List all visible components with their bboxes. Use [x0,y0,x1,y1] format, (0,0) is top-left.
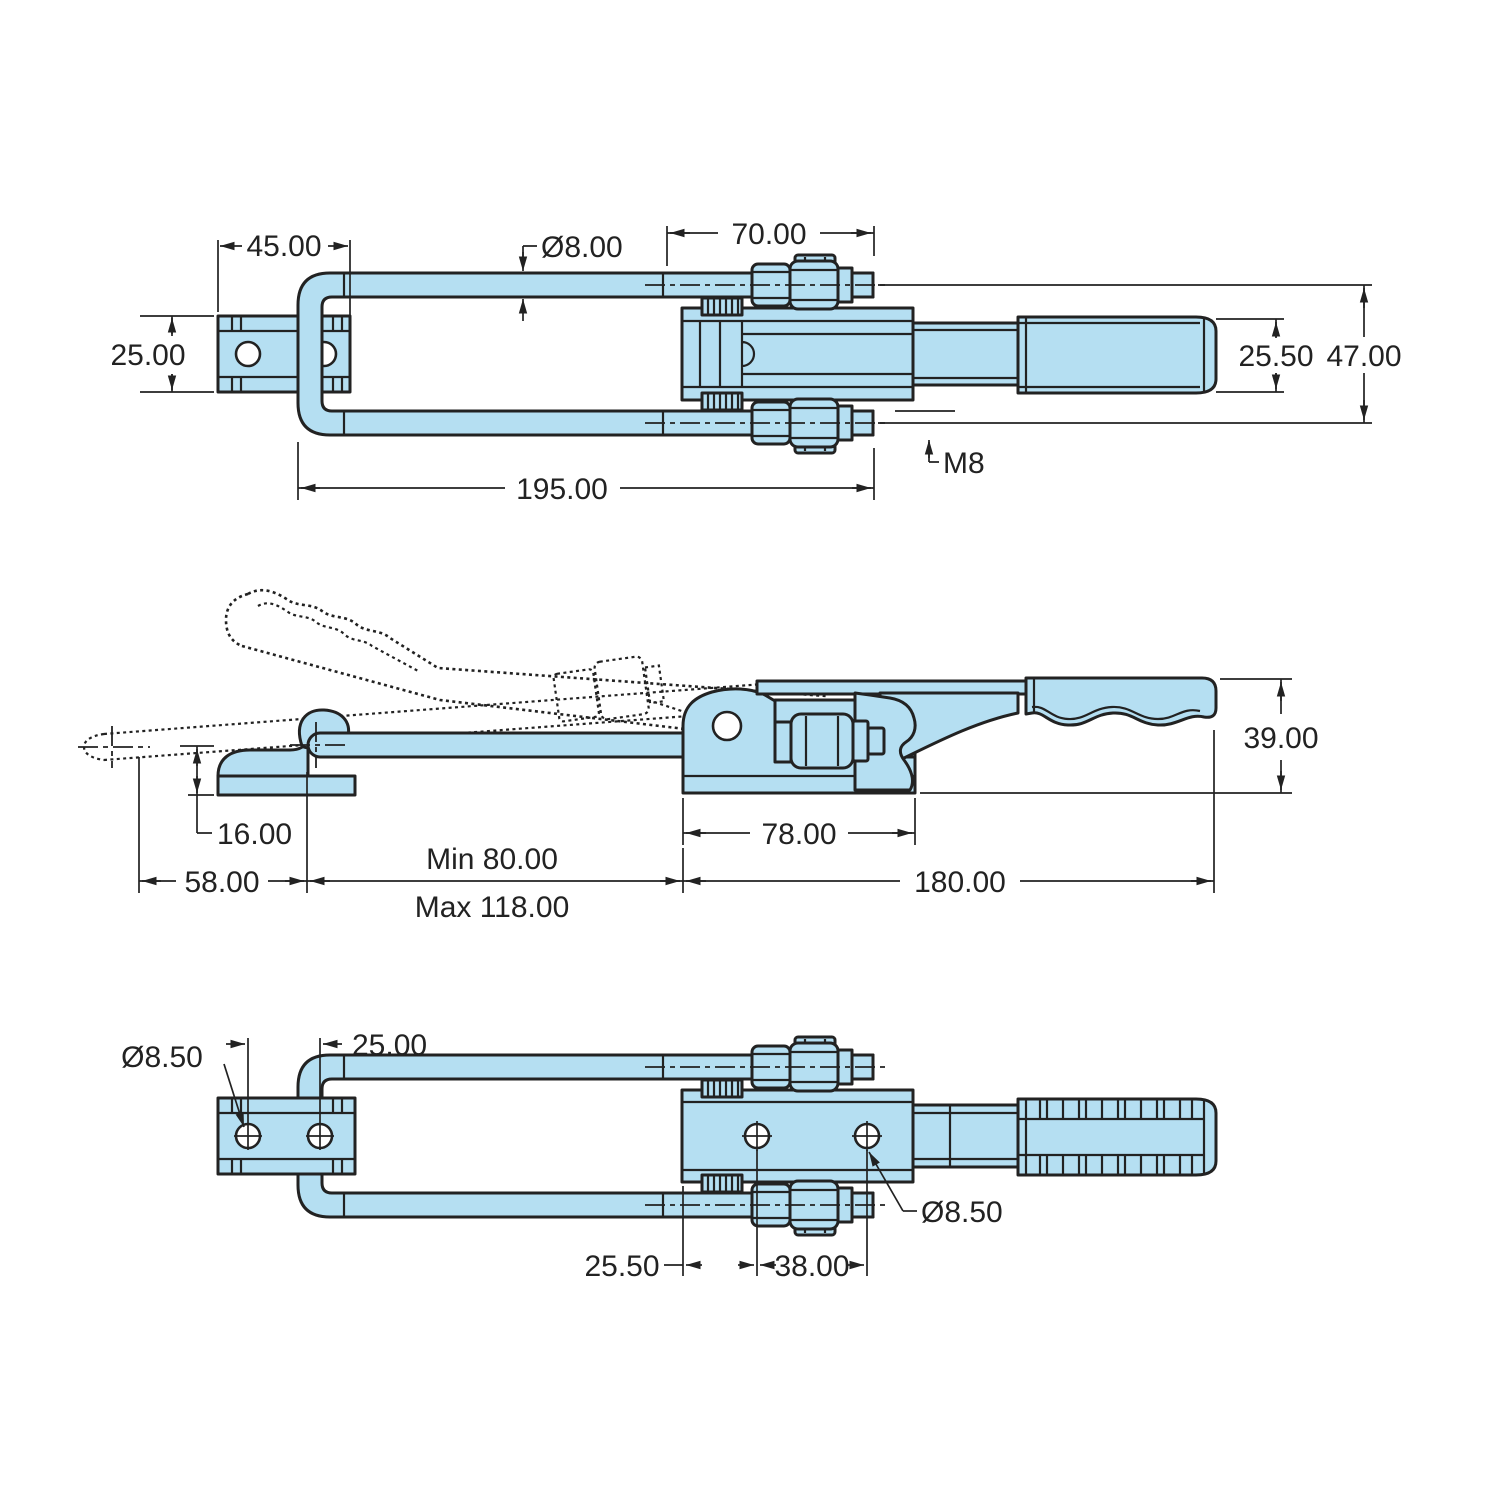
dim-overall-width: 47.00 [1326,340,1401,373]
grip-ribs [1038,1099,1194,1175]
thread-centerlines [645,284,888,424]
handle-grip-bottom [1016,1097,1218,1177]
handle-grip-side [1024,676,1218,727]
handle-grip [1016,315,1218,395]
dim-overall-length-side: 180.00 [914,866,1006,899]
latch-body [680,306,1020,402]
dim-reach-min: Min 80.00 [426,843,558,876]
dim-hole-dia-right: Ø8.50 [921,1196,1003,1229]
side-view-dimensions: 16.00 58.00 Min 80.00 Max 118.00 78.00 1… [138,678,1319,924]
catch-bracket [216,314,352,394]
dim-hole-spacing: 25.00 [352,1029,427,1062]
dim-hole-dia-left: Ø8.50 [121,1041,203,1074]
dim-hole-spacing-body: 38.00 [774,1250,849,1283]
side-view: 16.00 58.00 Min 80.00 Max 118.00 78.00 1… [78,588,1319,924]
dim-reach-max: Max 118.00 [415,891,570,924]
dim-handle-width: 25.50 [1238,340,1313,373]
dim-rod-diameter: Ø8.00 [541,231,623,264]
dim-base-length: 78.00 [761,818,836,851]
dim-bracket-width: 45.00 [246,230,321,263]
lever-neck-bottom [911,1103,1020,1169]
lever-neck [911,321,1020,387]
dim-thread-length: 70.00 [731,218,806,251]
adjust-nut [789,712,855,770]
dim-overall-length: 195.00 [516,473,608,506]
dim-overall-height: 39.00 [1243,722,1318,755]
draw-bar [290,722,778,768]
dim-catch-height: 16.00 [217,818,292,851]
bottom-view: 25.00 Ø8.50 Ø8.50 25.50 38.00 [121,1029,1218,1283]
latch-base [681,679,1028,795]
base-plate-bottom [680,1088,915,1184]
bracket-hole [234,340,262,368]
dim-hole-offset: 25.50 [584,1250,659,1283]
dim-bracket-height: 25.00 [110,339,185,372]
top-view-dimensions: 45.00 25.00 Ø8.00 70.00 47.00 25.50 M8 [110,218,1401,506]
top-view: 45.00 25.00 Ø8.00 70.00 47.00 25.50 M8 [110,218,1401,506]
dim-catch-offset: 58.00 [184,866,259,899]
dim-thread-size: M8 [943,447,985,480]
bottom-view-dimensions: 25.00 Ø8.50 Ø8.50 25.50 38.00 [121,1029,1003,1283]
pivot-hole [711,710,743,742]
springs [700,296,744,412]
